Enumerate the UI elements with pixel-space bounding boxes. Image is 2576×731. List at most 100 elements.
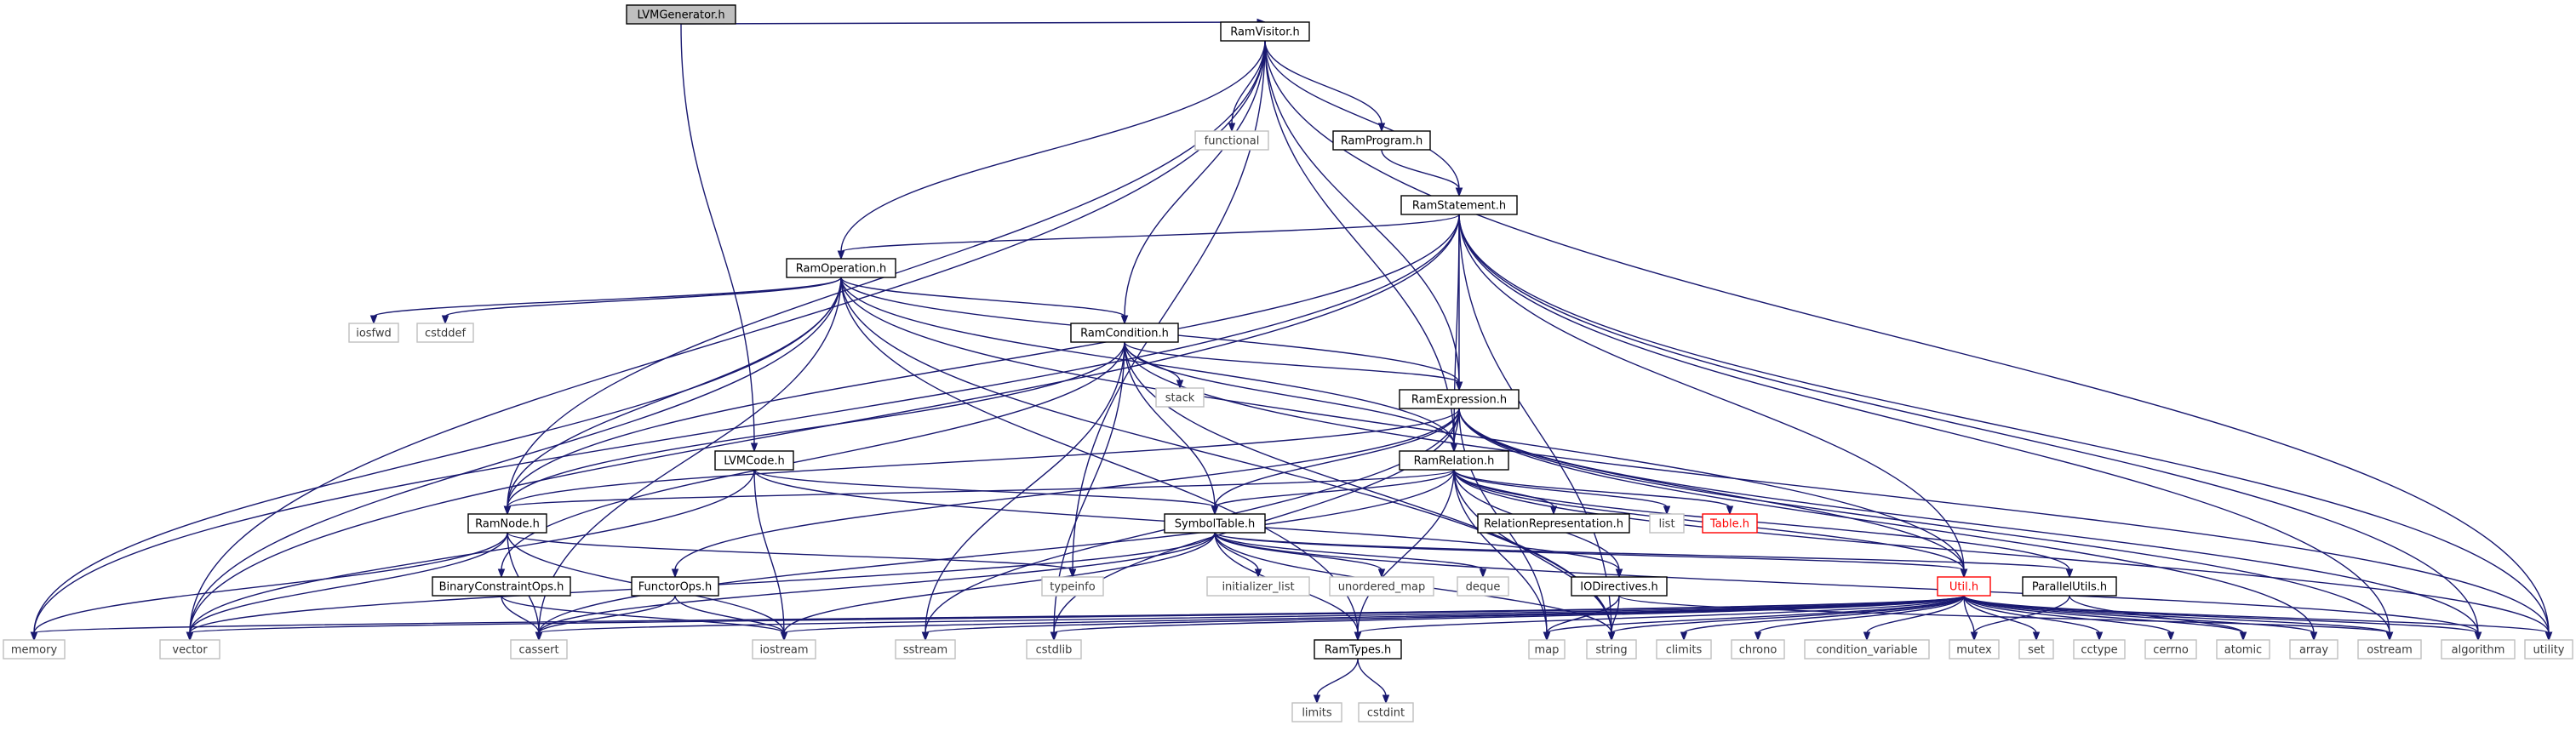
node-typeinfo: typeinfo (1041, 576, 1104, 597)
node-ramvisitor[interactable]: RamVisitor.h (1220, 21, 1310, 42)
arrowhead-SymbolTable-to-unordered_map (1377, 568, 1386, 579)
node-chrono: chrono (1731, 639, 1785, 660)
node-iosfwd: iosfwd (348, 323, 399, 343)
node-box-lvmgenerator (626, 4, 736, 25)
edge-FunctorOps-to-iostream (674, 595, 785, 634)
edge-RamVisitor-to-utility (1264, 40, 2550, 634)
node-ramstatement[interactable]: RamStatement.h (1400, 195, 1518, 215)
node-box-iodirectives (1571, 576, 1668, 597)
node-label-functional: functional (1205, 135, 1260, 148)
edge-RamVisitor-to-RamExpression (1264, 40, 1460, 384)
arrowhead-Util-to-iostream (780, 631, 788, 642)
node-label-iostream: iostream (759, 644, 808, 657)
node-box-list (1649, 513, 1685, 534)
node-limits: limits (1291, 702, 1342, 722)
node-label-deque: deque (1466, 581, 1501, 594)
node-ramprogram[interactable]: RamProgram.h (1332, 130, 1431, 151)
node-label-sstream: sstream (903, 644, 947, 657)
node-label-ramcondition: RamCondition.h (1080, 328, 1169, 340)
node-set: set (2018, 639, 2054, 660)
node-box-map (1528, 639, 1566, 660)
node-cerrno: cerrno (2144, 639, 2197, 660)
node-ramexpression[interactable]: RamExpression.h (1399, 389, 1520, 409)
node-label-utility: utility (2533, 644, 2565, 657)
node-iodirectives[interactable]: IODirectives.h (1571, 576, 1668, 597)
node-box-string (1586, 639, 1637, 660)
node-box-binaryconstraintops (432, 576, 571, 597)
edge-Util-to-vector (189, 595, 1965, 634)
edge-Util-to-cstdlib (1053, 595, 1965, 634)
node-cassert: cassert (510, 639, 568, 660)
arrowhead-RamRelation-to-IODirectives (1615, 568, 1623, 579)
node-lvmcode[interactable]: LVMCode.h (714, 450, 794, 471)
edge-SymbolTable-to-ParallelUtils (1214, 532, 2070, 571)
node-label-cstddef: cstddef (425, 328, 467, 340)
node-box-cstdint (1358, 702, 1414, 722)
node-symboltable[interactable]: SymbolTable.h (1164, 513, 1266, 534)
node-ramcondition[interactable]: RamCondition.h (1070, 323, 1179, 343)
edge-RamCondition-to-RamRelation (1124, 341, 1455, 445)
node-box-util (1937, 576, 1991, 597)
node-label-string: string (1595, 644, 1627, 657)
node-label-lvmgenerator: LVMGenerator.h (637, 9, 724, 22)
node-box-stack (1155, 387, 1205, 408)
edge-RamRelation-to-cassert (538, 469, 1455, 634)
node-table[interactable]: Table.h (1702, 513, 1758, 534)
edge-RamRelation-to-map (1453, 469, 1548, 634)
node-parallelutils[interactable]: ParallelUtils.h (2022, 576, 2117, 597)
node-cctype: cctype (2073, 639, 2126, 660)
node-box-ramstatement (1400, 195, 1518, 215)
node-ramnode[interactable]: RamNode.h (467, 513, 547, 534)
node-label-unordered_map: unordered_map (1338, 581, 1426, 594)
edge-Util-to-mutex (1963, 595, 1975, 634)
arrowhead-RamRelation-to-list (1663, 505, 1671, 516)
edge-RamTypes-to-limits (1316, 658, 1359, 697)
node-lvmgenerator[interactable]: LVMGenerator.h (626, 4, 736, 25)
edge-SymbolTable-to-algorithm (1214, 532, 2479, 634)
arrowhead-Util-to-algorithm (2474, 631, 2482, 642)
node-functorops[interactable]: FunctorOps.h (631, 576, 719, 597)
arrowhead-RamCondition-to-stack (1176, 380, 1184, 390)
arrowhead-RamRelation-to-SymbolTable (1211, 505, 1219, 516)
arrowhead-Util-to-cerrno (2167, 631, 2175, 642)
node-label-chrono: chrono (1739, 644, 1777, 657)
node-box-atomic (2216, 639, 2270, 660)
node-label-climits: climits (1666, 644, 1703, 657)
edge-RamStatement-to-RamRelation (1453, 214, 1460, 445)
node-label-stack: stack (1165, 392, 1195, 405)
edge-RamStatement-to-RamNode (507, 214, 1460, 508)
edge-SymbolTable-to-cassert (538, 532, 1216, 634)
node-ramoperation[interactable]: RamOperation.h (786, 258, 896, 278)
node-label-binaryconstraintops: BinaryConstraintOps.h (439, 581, 564, 594)
node-box-algorithm (2441, 639, 2516, 660)
edge-SymbolTable-to-iostream (783, 532, 1216, 634)
arrowhead-Util-to-vector (186, 631, 194, 642)
node-label-ramrelation: RamRelation.h (1414, 455, 1495, 468)
node-label-atomic: atomic (2224, 644, 2262, 657)
arrowhead-RamVisitor-to-functional (1228, 123, 1236, 133)
node-box-utility (2524, 639, 2573, 660)
node-ostream: ostream (2357, 639, 2422, 660)
node-box-ramtypes (1314, 639, 1402, 660)
node-box-ostream (2357, 639, 2422, 660)
node-cstdint: cstdint (1358, 702, 1414, 722)
node-ramrelation[interactable]: RamRelation.h (1399, 450, 1509, 471)
node-ramtypes[interactable]: RamTypes.h (1314, 639, 1402, 660)
node-algorithm: algorithm (2441, 639, 2516, 660)
edge-RamStatement-to-string (1458, 214, 1612, 634)
node-binaryconstraintops[interactable]: BinaryConstraintOps.h (432, 576, 571, 597)
arrowhead-Util-to-ostream (2385, 631, 2394, 642)
node-util[interactable]: Util.h (1937, 576, 1991, 597)
node-iostream: iostream (752, 639, 816, 660)
edge-RamRelation-to-utility (1453, 469, 2550, 634)
node-label-parallelutils: ParallelUtils.h (2032, 581, 2107, 594)
edge-Util-to-chrono (1757, 595, 1965, 634)
node-box-ramoperation (786, 258, 896, 278)
node-relationrepresentation[interactable]: RelationRepresentation.h (1477, 513, 1630, 534)
node-box-array (2289, 639, 2338, 660)
edge-BinaryConstraintOps-to-cassert (501, 595, 540, 634)
node-box-lvmcode (714, 450, 794, 471)
edge-LVMCode-to-vector (189, 469, 755, 634)
arrowhead-Util-to-sstream (921, 631, 930, 642)
